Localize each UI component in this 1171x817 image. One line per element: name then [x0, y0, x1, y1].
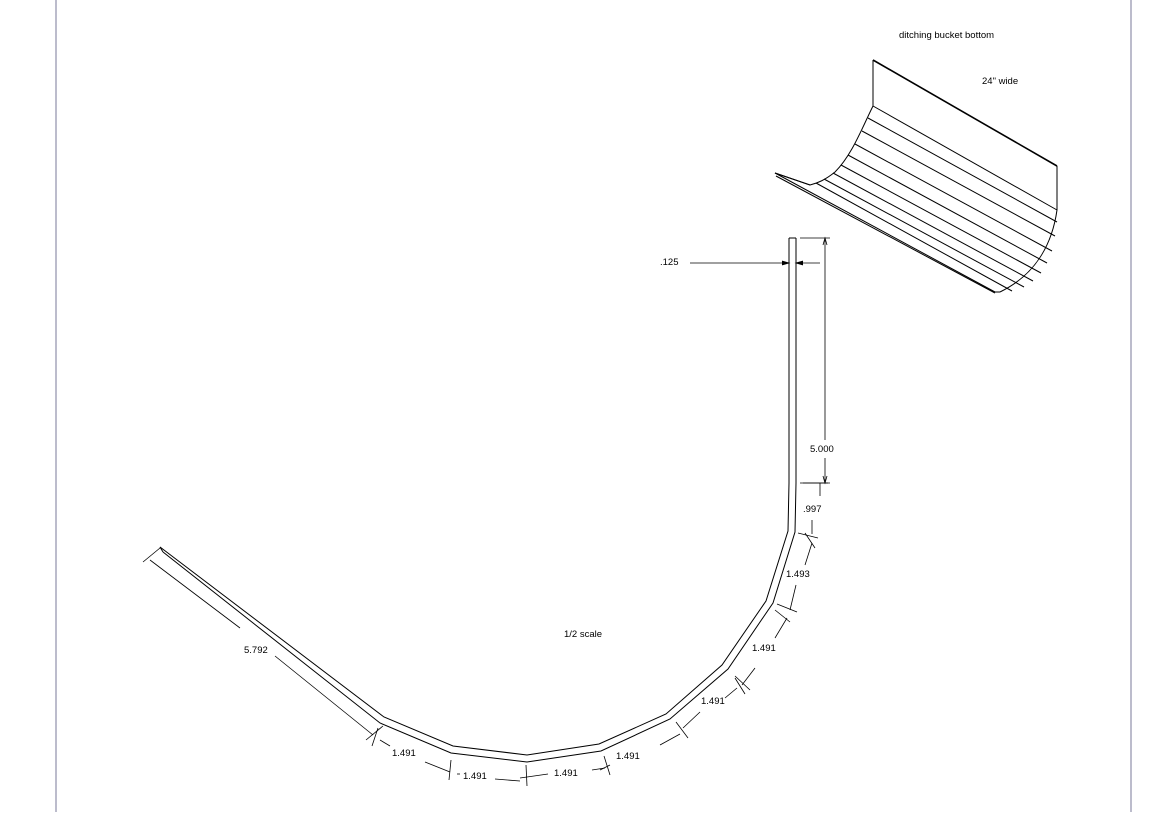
dim-seg-l1: 1.491	[392, 748, 416, 759]
dim-thickness: .125	[660, 257, 679, 268]
dim-long-leg: 5.792	[244, 645, 268, 656]
dim-seg-r1: 1.491	[752, 643, 776, 654]
dim-seg-997: .997	[803, 504, 822, 515]
title-label: ditching bucket bottom	[899, 30, 995, 41]
dim-seg-b1: 1.491	[554, 768, 578, 779]
bucket-bottom-profile	[159, 237, 797, 763]
dim-seg-b2: 1.491	[463, 771, 487, 782]
dimension-lines	[142, 236, 830, 787]
dim-seg-1493: 1.493	[786, 569, 810, 580]
dim-seg-r3: 1.491	[616, 751, 640, 762]
dim-top-leg: 5.000	[810, 444, 834, 455]
bucket-isometric-view	[774, 59, 1058, 294]
width-note: 24" wide	[982, 76, 1019, 87]
dim-seg-r2: 1.491	[701, 696, 725, 707]
scale-note: 1/2 scale	[564, 629, 603, 640]
